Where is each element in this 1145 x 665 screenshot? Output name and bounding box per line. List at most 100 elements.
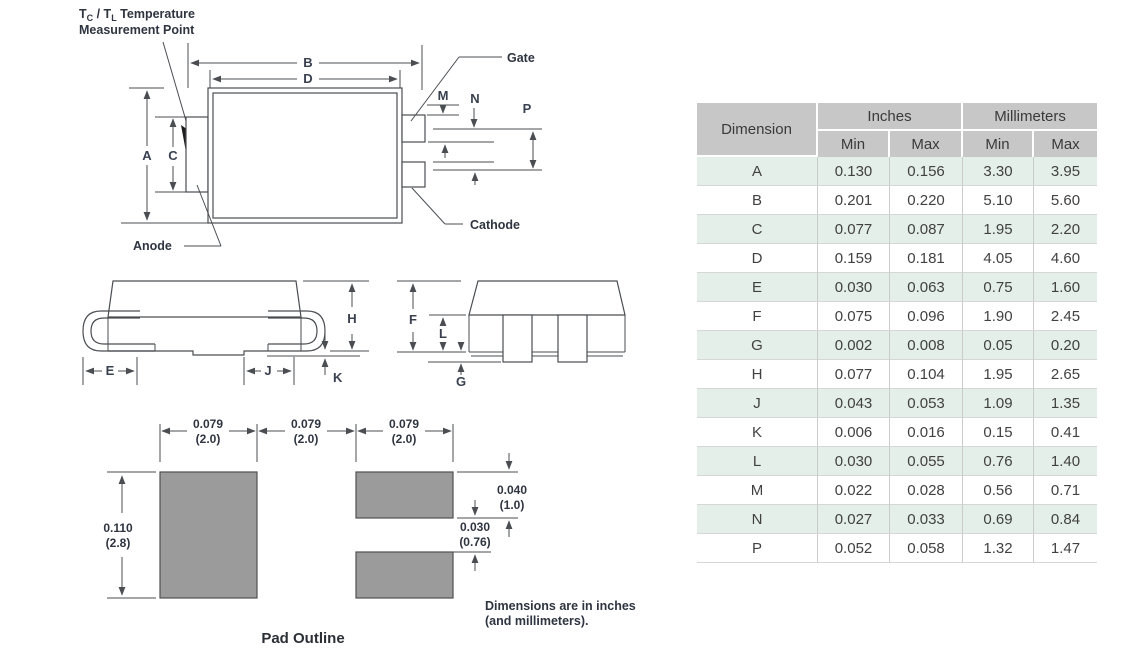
gate-label: Gate — [507, 51, 535, 65]
cell-mm-max: 1.35 — [1034, 389, 1098, 418]
cell-in-min: 0.130 — [818, 157, 890, 186]
dim-n-lines — [441, 108, 479, 185]
cathode-label: Cathode — [470, 218, 520, 232]
cell-dim: A — [697, 157, 818, 186]
dim-h-lines — [303, 280, 369, 352]
cell-mm-max: 1.40 — [1034, 447, 1098, 476]
dim-g-lines — [428, 341, 501, 375]
dim-label-b: B — [303, 55, 312, 70]
cathode-pad — [355, 551, 454, 599]
pad-width-3-mm: (2.0) — [392, 432, 417, 446]
side-view-drawing: H K E J — [82, 280, 369, 385]
pad-gap-mm: (0.76) — [459, 535, 490, 549]
cell-in-max: 0.028 — [890, 476, 964, 505]
dim-label-n: N — [470, 91, 479, 106]
dim-label-g: G — [456, 374, 466, 389]
anode-label: Anode — [133, 239, 172, 253]
cell-mm-max: 2.65 — [1034, 360, 1098, 389]
cell-dim: M — [697, 476, 818, 505]
cell-mm-max: 5.60 — [1034, 186, 1098, 215]
package-body-outer — [207, 87, 403, 224]
column-header-inches-min: Min — [818, 131, 890, 157]
column-header-mm-min: Min — [963, 131, 1035, 157]
front-view-drawing: F L G — [397, 280, 626, 389]
small-pad-height-inches: 0.040 — [497, 483, 527, 497]
cell-mm-max: 4.60 — [1034, 244, 1098, 273]
pad-gap-inches: 0.030 — [460, 520, 490, 534]
gate-pad — [355, 471, 454, 519]
pad-width-3-inches: 0.079 — [389, 417, 419, 431]
cell-dim: P — [697, 534, 818, 563]
dim-label-a: A — [142, 148, 152, 163]
anode-tab — [185, 116, 209, 193]
pad-outline-caption: Pad Outline — [261, 630, 344, 647]
column-header-dimension: Dimension — [697, 103, 818, 157]
cell-in-max: 0.055 — [890, 447, 964, 476]
dim-label-l: L — [439, 326, 447, 341]
dim-j-lines — [243, 357, 295, 385]
cell-dim: B — [697, 186, 818, 215]
cell-dim: F — [697, 302, 818, 331]
cell-mm-max: 3.95 — [1034, 157, 1098, 186]
cell-mm-max: 0.41 — [1034, 418, 1098, 447]
dim-c-lines — [155, 116, 186, 193]
group-header-inches: Inches — [818, 103, 964, 131]
cathode-leader-line — [411, 187, 463, 225]
cell-in-max: 0.156 — [890, 157, 964, 186]
front-lead-1 — [502, 314, 533, 363]
cell-mm-min: 0.75 — [963, 273, 1035, 302]
cell-mm-min: 1.95 — [963, 215, 1035, 244]
dim-label-m: M — [438, 88, 449, 103]
pad-height-mm: (2.8) — [106, 536, 131, 550]
column-header-inches-max: Max — [890, 131, 964, 157]
temp-measurement-note-line1: TC / TL Temperature — [79, 7, 195, 23]
cell-in-min: 0.043 — [818, 389, 890, 418]
cell-in-max: 0.033 — [890, 505, 964, 534]
package-body-inner — [212, 92, 398, 219]
cell-in-min: 0.201 — [818, 186, 890, 215]
dim-a-lines — [121, 87, 229, 224]
dim-label-e: E — [106, 363, 115, 378]
front-lead-2 — [557, 314, 588, 363]
cell-mm-max: 2.20 — [1034, 215, 1098, 244]
cell-in-max: 0.096 — [890, 302, 964, 331]
cell-in-max: 0.063 — [890, 273, 964, 302]
pad-width-2-mm: (2.0) — [294, 432, 319, 446]
dim-d-lines — [209, 70, 401, 88]
anode-pad — [159, 471, 258, 599]
cell-dim: J — [697, 389, 818, 418]
pad-gap-dim-lines — [453, 453, 518, 571]
dimension-table: Dimension Inches Millimeters Min Max Min… — [697, 103, 1098, 563]
dim-f-lines — [397, 280, 466, 353]
cell-mm-min: 3.30 — [963, 157, 1035, 186]
cell-dim: N — [697, 505, 818, 534]
cell-in-min: 0.030 — [818, 273, 890, 302]
units-note-line2: (and millimeters). — [485, 614, 589, 628]
temp-measurement-note-line2: Measurement Point — [79, 23, 195, 37]
pad-outline-drawing: 0.079 (2.0) 0.079 (2.0) 0.079 (2.0) 0.11… — [103, 417, 635, 647]
pad-width-2-inches: 0.079 — [291, 417, 321, 431]
cell-dim: L — [697, 447, 818, 476]
cell-in-min: 0.077 — [818, 215, 890, 244]
cell-in-min: 0.075 — [818, 302, 890, 331]
cell-in-min: 0.159 — [818, 244, 890, 273]
cell-in-min: 0.030 — [818, 447, 890, 476]
lead-extension-lines — [427, 104, 542, 171]
cell-mm-max: 1.47 — [1034, 534, 1098, 563]
cell-mm-min: 0.56 — [963, 476, 1035, 505]
cell-mm-min: 4.05 — [963, 244, 1035, 273]
pad-height-inches: 0.110 — [103, 521, 133, 535]
cell-mm-max: 0.84 — [1034, 505, 1098, 534]
cell-in-max: 0.181 — [890, 244, 964, 273]
dim-b-lines — [187, 43, 423, 90]
dim-label-d: D — [303, 71, 312, 86]
